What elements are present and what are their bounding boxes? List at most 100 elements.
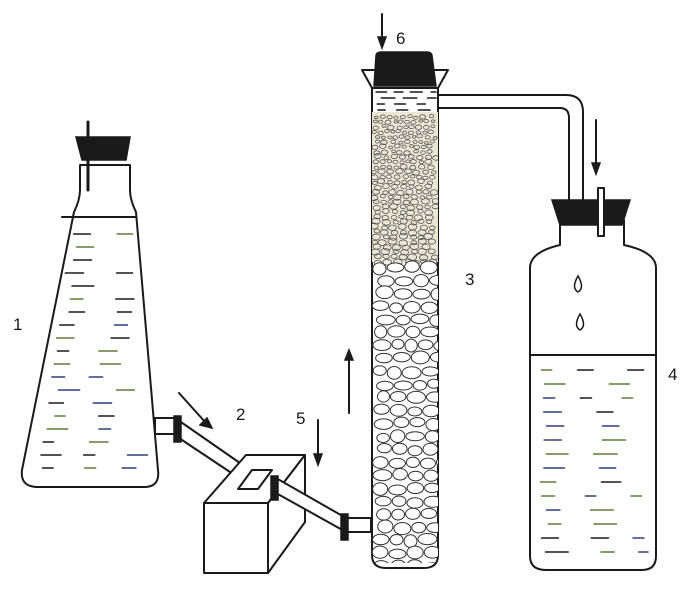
sand-grain xyxy=(407,229,418,237)
pebble xyxy=(422,562,438,563)
sand-grain xyxy=(391,244,401,251)
sand-grain xyxy=(400,249,409,256)
label-4: 4 xyxy=(668,365,677,384)
sand-grain xyxy=(372,222,379,230)
pebble xyxy=(423,495,438,508)
sand-grain xyxy=(403,125,409,130)
sand-grain xyxy=(373,228,381,234)
droplet-1 xyxy=(573,274,583,293)
sand-grain xyxy=(432,155,438,161)
sand-grain xyxy=(399,204,407,210)
sand-grain xyxy=(409,174,416,179)
sand-grain xyxy=(423,125,430,130)
pebble xyxy=(391,442,408,455)
sand-grain xyxy=(398,214,405,219)
sand-grain xyxy=(414,124,423,130)
sand-grain xyxy=(386,114,393,120)
pebble xyxy=(386,366,402,380)
pebble xyxy=(372,365,387,376)
vessel-1 xyxy=(20,120,180,488)
pebble xyxy=(420,507,438,520)
sand-grain xyxy=(373,150,381,156)
pebble xyxy=(433,340,438,352)
sand-grain xyxy=(416,155,424,161)
sand-grain xyxy=(373,213,381,220)
column-3-pebbles xyxy=(372,260,438,563)
sand-grain xyxy=(404,119,410,125)
sand-grain xyxy=(418,160,424,165)
sand-grain xyxy=(407,130,414,135)
pebble xyxy=(372,469,393,482)
sand-grain xyxy=(418,164,426,170)
sand-grain xyxy=(398,154,406,160)
pebble xyxy=(372,560,391,563)
pebble xyxy=(376,432,390,443)
sand-grain xyxy=(412,169,420,176)
pebble xyxy=(407,406,423,417)
sand-grain xyxy=(429,139,435,144)
sand-grain xyxy=(419,254,429,261)
sand-grain xyxy=(399,232,409,240)
pebble xyxy=(388,484,407,496)
sand-grain xyxy=(372,119,378,124)
sand-grain xyxy=(384,129,390,134)
pebble xyxy=(413,274,430,288)
sand-grain xyxy=(389,234,398,241)
sand-grain xyxy=(392,248,400,254)
sand-grain xyxy=(391,209,399,214)
pebble xyxy=(392,468,408,481)
vessel-4-liquid xyxy=(539,369,649,553)
label-2: 2 xyxy=(236,405,245,424)
pebble xyxy=(417,532,438,546)
vessel-4-stopper xyxy=(550,199,632,226)
sand-grain xyxy=(404,135,411,140)
pebble xyxy=(420,301,438,314)
pebble xyxy=(430,287,438,301)
sand-grain xyxy=(372,159,380,165)
pebble xyxy=(407,445,423,457)
sand-grain xyxy=(415,189,423,195)
sand-grain xyxy=(410,234,418,240)
sand-grain xyxy=(398,134,405,139)
sand-grain xyxy=(390,139,397,144)
sand-grain xyxy=(372,130,377,134)
pebble xyxy=(393,288,413,300)
sand-grain xyxy=(419,114,427,120)
pebble xyxy=(390,559,407,563)
sand-grain xyxy=(427,180,434,186)
sand-grain xyxy=(379,143,387,149)
sand-grain xyxy=(372,174,379,181)
clamp-a xyxy=(173,415,182,443)
pebble xyxy=(386,262,405,273)
sand-grain xyxy=(428,174,436,180)
sand-grain xyxy=(390,253,398,259)
pebble xyxy=(372,262,387,276)
sand-grain xyxy=(413,115,419,120)
sand-grain xyxy=(383,155,390,160)
sand-grain xyxy=(387,135,393,140)
sand-grain xyxy=(393,143,401,149)
sand-grain xyxy=(377,130,384,136)
sand-grain xyxy=(430,119,436,123)
sand-grain xyxy=(406,204,416,212)
sand-grain xyxy=(405,214,414,221)
sand-grain xyxy=(421,198,430,205)
pebble xyxy=(422,404,438,418)
sand-grain xyxy=(372,144,379,150)
pebble xyxy=(405,456,420,469)
pebble xyxy=(423,469,438,482)
pebble xyxy=(395,314,411,326)
pebble xyxy=(375,314,396,326)
pebble xyxy=(407,470,424,482)
pebble xyxy=(405,507,421,520)
flow-arrow-1-head xyxy=(198,416,214,430)
pebble xyxy=(429,314,438,327)
sand-grain xyxy=(375,135,380,139)
pebble xyxy=(404,260,420,273)
sand-grain xyxy=(407,114,413,119)
sand-grain xyxy=(375,139,381,144)
sand-grain xyxy=(410,120,417,125)
pebble xyxy=(406,497,424,509)
sand-grain xyxy=(382,190,389,195)
pebble xyxy=(406,559,423,563)
